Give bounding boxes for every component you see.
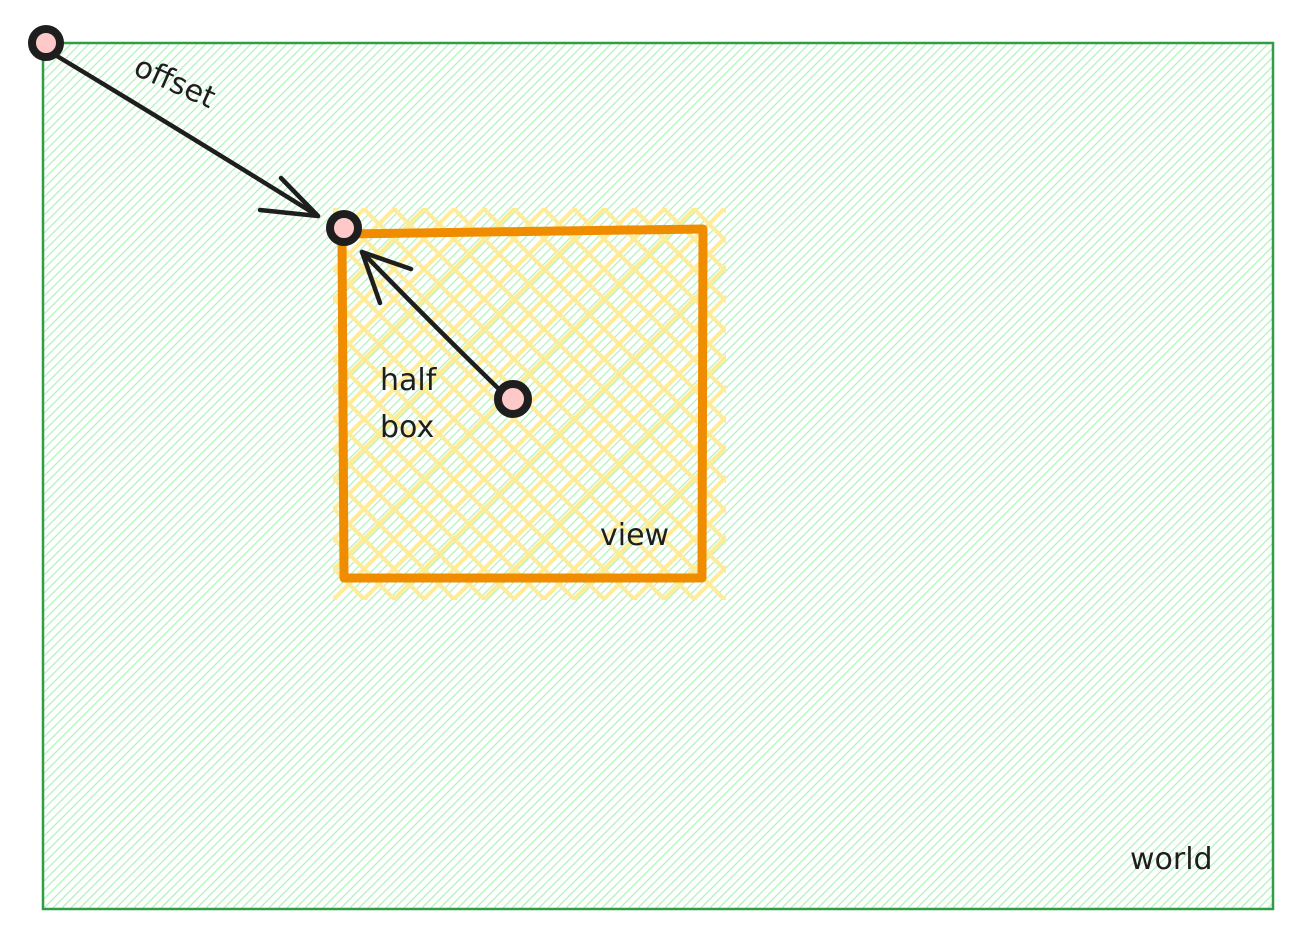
- world-region: [41, 41, 1275, 911]
- world-border: [41, 41, 1275, 911]
- view-label: view: [600, 518, 669, 553]
- offset-arrow: [44, 47, 321, 219]
- half-box-arrow: [359, 249, 509, 399]
- world-origin-point: [28, 25, 64, 61]
- half-box-label-line2: box: [380, 410, 434, 445]
- world-hatch-fill: [43, 43, 1273, 909]
- view-corner-point: [326, 210, 362, 246]
- world-label: world: [1130, 842, 1213, 877]
- half-box-label-line1: half: [380, 363, 438, 398]
- view-center-point: [494, 380, 532, 418]
- view-border: [337, 224, 708, 583]
- view-region: [333, 208, 726, 600]
